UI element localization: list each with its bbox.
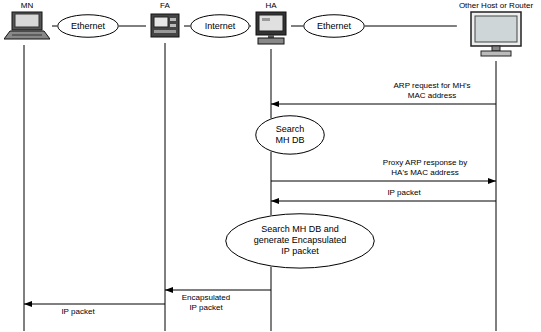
pda-icon [148,11,182,39]
lifeline [271,49,272,118]
lifeline [271,267,272,331]
icon-part [170,24,176,27]
entity-label: HA [265,1,276,11]
entity-node: Other Host or Router [457,1,535,59]
icon-part [492,46,500,51]
ellipse-text: Search MH DB [269,124,311,146]
laptop-icon [4,11,50,41]
message-label: IP packet [61,307,94,317]
lifeline [24,45,25,331]
network-link [291,26,303,27]
ellipse-text: Internet [205,21,236,32]
icon-part [262,18,270,21]
icon-part [4,31,50,39]
icon-part [12,12,42,30]
message-label: Encapsulated IP packet [178,293,234,313]
message-label: IP packet [387,188,420,198]
ellipse-text: Ethernet [317,21,351,32]
icon-part [15,14,39,27]
ellipse-shape [256,116,325,154]
lifeline [271,152,272,215]
entity-label: Other Host or Router [459,1,533,11]
process-ellipse: Search MH DB and generate Encapsulated I… [225,213,375,269]
icon-part [259,15,283,31]
entity-node: FA [146,1,184,41]
lifeline [165,43,166,331]
monitor-icon [465,11,527,57]
icon-part [12,35,42,36]
message-label: Proxy ARP response by HA's MAC address [381,158,469,178]
ellipse-shape [226,214,375,268]
icon-part [471,12,521,46]
message-arrow [271,181,496,182]
icon-part [170,18,176,21]
message-arrow [271,104,496,105]
network-ellipse: Ethernet [57,14,119,38]
network-link [52,26,57,27]
icon-part [258,38,284,44]
entity-label: FA [160,1,170,11]
network-ellipse: Ethernet [303,14,365,38]
ellipse-text: Search MH DB and generate Encapsulated I… [250,224,350,257]
icon-part [154,17,168,27]
message-arrow [271,201,496,202]
lifeline [496,61,497,331]
entity-node: HA [251,1,291,47]
message-label: ARP request for MH's MAC address [387,81,477,101]
network-link [365,26,457,27]
pc-icon [253,11,289,45]
ellipse-text: Ethernet [71,21,105,32]
icon-part [475,16,517,42]
network-link [119,26,146,27]
message-arrow [165,290,271,291]
process-ellipse: Search MH DB [255,115,325,155]
icon-part [481,51,511,56]
entity-label: MN [21,1,33,11]
network-ellipse: Internet [190,14,250,38]
ellipse-shape [191,15,250,38]
icon-part [151,14,179,37]
icon-part [154,30,176,33]
message-arrow [24,304,165,305]
ellipse-shape [58,15,119,38]
network-link [250,26,251,27]
entity-node: MN [2,1,52,43]
icon-part [256,12,286,35]
ellipse-shape [304,15,365,38]
network-link [184,26,190,27]
